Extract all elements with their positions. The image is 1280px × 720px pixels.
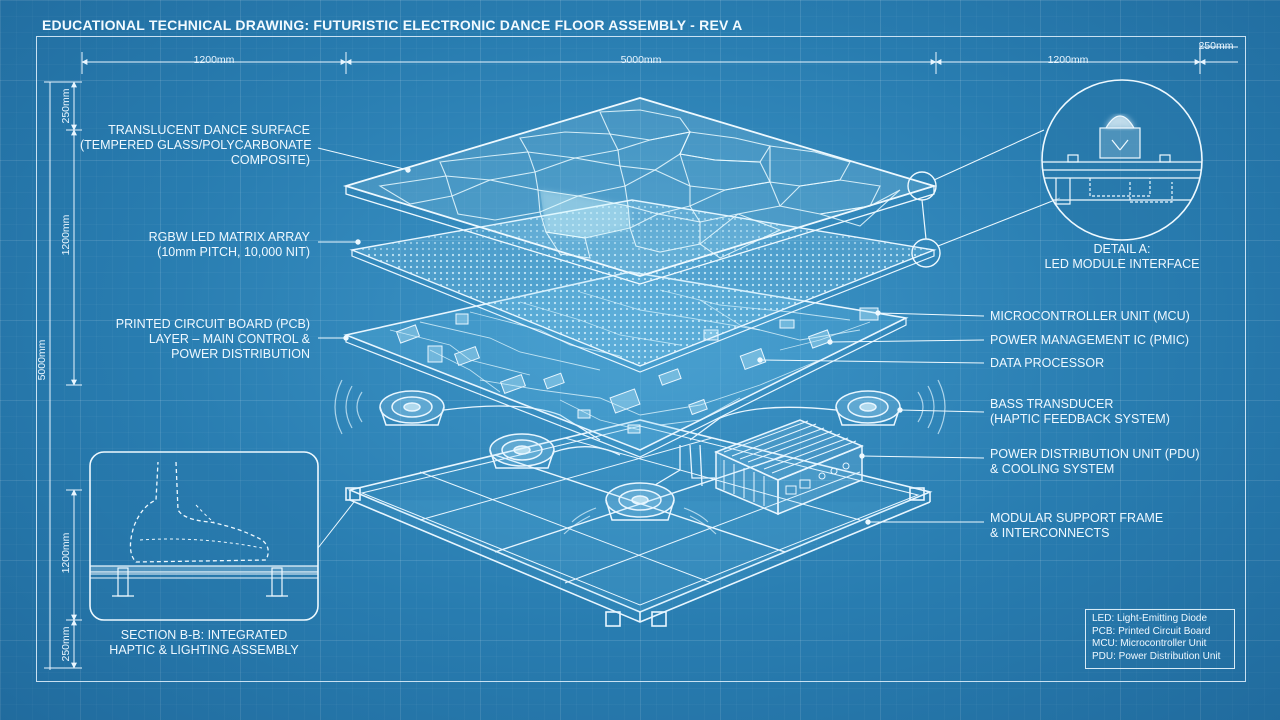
detail-a-callout	[907, 79, 1203, 268]
left-dimension-lines	[44, 81, 82, 670]
section-bb-callout	[89, 451, 355, 621]
label-bass-transducer: BASS TRANSDUCER (HAPTIC FEEDBACK SYSTEM)	[990, 397, 1170, 427]
drawing-border	[36, 36, 1246, 682]
legend-led: LED: Light-Emitting Diode	[1092, 613, 1208, 624]
label-led-matrix-line1: RGBW LED MATRIX ARRAY	[148, 230, 310, 244]
bass-transducers	[379, 390, 901, 521]
leader-lines	[317, 147, 985, 525]
top-dimension-lines	[81, 44, 1238, 74]
label-dance-surface-line3: COMPOSITE)	[230, 153, 310, 167]
dim-left-5: 250mm	[60, 626, 72, 662]
interconnect-cables	[443, 405, 837, 487]
caption-section-bb: SECTION B-B: INTEGRATED HAPTIC & LIGHTIN…	[84, 628, 324, 658]
label-pcb-line2: LAYER – MAIN CONTROL &	[148, 332, 310, 346]
legend-pcb: PCB: Printed Circuit Board	[1092, 625, 1211, 637]
caption-section-bb-line1: SECTION B-B: INTEGRATED	[120, 628, 288, 642]
label-data-processor: DATA PROCESSOR	[990, 356, 1105, 370]
caption-detail-a: DETAIL A: LED MODULE INTERFACE	[1042, 242, 1202, 272]
label-dance-surface: TRANSLUCENT DANCE SURFACE (TEMPERED GLAS…	[80, 123, 312, 168]
label-bass-line1: BASS TRANSDUCER	[990, 397, 1114, 411]
dim-left-1: 250mm	[60, 88, 72, 124]
drawing-title: EDUCATIONAL TECHNICAL DRAWING: FUTURISTI…	[42, 17, 743, 33]
dance-surface-layer	[342, 97, 938, 285]
label-frame-line1: MODULAR SUPPORT FRAME	[990, 511, 1164, 525]
dim-left-4: 1200mm	[60, 532, 72, 574]
label-pcb-layer: PRINTED CIRCUIT BOARD (PCB) LAYER – MAIN…	[80, 317, 310, 362]
label-bass-line2: (HAPTIC FEEDBACK SYSTEM)	[990, 412, 1170, 426]
dim-top-4: 250mm	[1198, 40, 1234, 52]
label-pmic: POWER MANAGEMENT IC (PMIC)	[990, 333, 1190, 347]
pcb-components	[395, 307, 879, 434]
label-mcu: MICROCONTROLLER UNIT (MCU)	[990, 309, 1190, 323]
transducer-right	[835, 390, 901, 426]
label-dance-surface-line1: TRANSLUCENT DANCE SURFACE	[108, 123, 310, 137]
sound-wave-arcs	[334, 379, 946, 535]
legend-mcu: MCU: Microcontroller Unit	[1092, 638, 1207, 649]
label-pcb-line3: POWER DISTRIBUTION	[171, 347, 310, 361]
dim-left-2: 1200mm	[60, 214, 72, 256]
label-frame-line2: & INTERCONNECTS	[990, 526, 1110, 540]
dim-top-2: 5000mm	[620, 54, 662, 66]
power-distribution-unit	[714, 419, 864, 516]
label-pcb-line1: PRINTED CIRCUIT BOARD (PCB)	[115, 317, 310, 331]
transducer-bottom	[605, 482, 675, 521]
caption-detail-a-line2: LED MODULE INTERFACE	[1044, 257, 1200, 271]
dim-top-3: 1200mm	[1047, 54, 1089, 66]
label-pdu-line2: & COOLING SYSTEM	[990, 462, 1115, 476]
label-support-frame: MODULAR SUPPORT FRAME & INTERCONNECTS	[990, 511, 1163, 541]
transducer-left	[379, 390, 445, 426]
transducer-center-left	[489, 433, 555, 469]
abbreviation-legend: LED: Light-Emitting Diode PCB: Printed C…	[1085, 609, 1235, 669]
label-led-matrix-line2: (10mm PITCH, 10,000 NIT)	[157, 245, 310, 259]
dim-top-1: 1200mm	[193, 54, 235, 66]
dim-left-3: 5000mm	[36, 339, 48, 381]
caption-section-bb-line2: HAPTIC & LIGHTING ASSEMBLY	[109, 643, 299, 657]
label-pdu-line1: POWER DISTRIBUTION UNIT (PDU)	[990, 447, 1200, 461]
label-pdu: POWER DISTRIBUTION UNIT (PDU) & COOLING …	[990, 447, 1200, 477]
caption-detail-a-line1: DETAIL A:	[1093, 242, 1151, 256]
label-led-matrix: RGBW LED MATRIX ARRAY (10mm PITCH, 10,00…	[80, 230, 310, 260]
label-dance-surface-line2: (TEMPERED GLASS/POLYCARBONATE	[80, 138, 312, 152]
legend-pdu: PDU: Power Distribution Unit	[1092, 650, 1221, 662]
